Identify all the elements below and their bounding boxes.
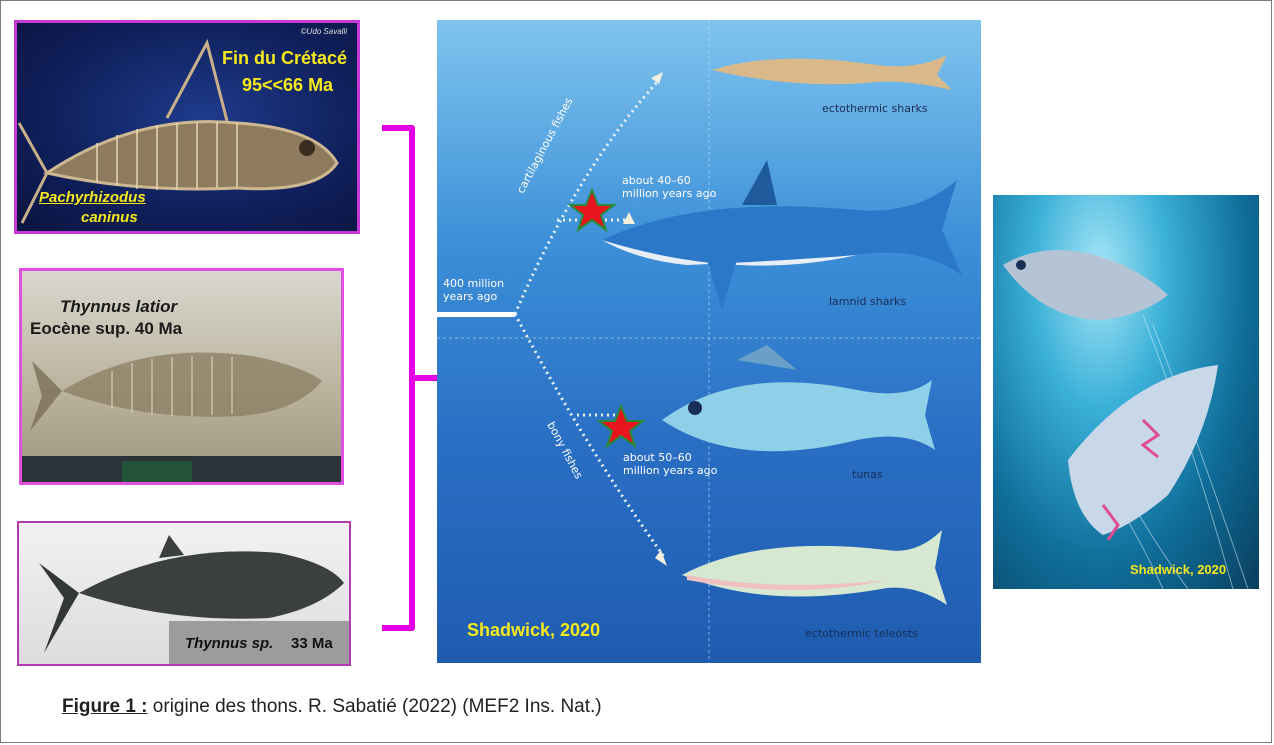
tuna-illustration	[662, 380, 935, 451]
fossil3-species: Thynnus sp.	[185, 635, 273, 652]
fossil1-species-genus: Pachyrhizodus	[39, 189, 146, 206]
fossil1-species-name: caninus	[81, 209, 138, 226]
fossil1-title: Fin du Crétacé	[222, 48, 347, 69]
red-star-upper	[570, 190, 614, 230]
group-label-ectothermic-teleosts: ectothermic teleosts	[805, 627, 918, 640]
fossil-photo-thynnus-latior: Thynnus latior Eocène sup. 40 Ma	[19, 268, 344, 485]
fossil-photo-thynnus-sp: Thynnus sp. 33 Ma	[17, 521, 351, 666]
group-label-ectothermic-sharks: ectothermic sharks	[822, 102, 928, 115]
shark-tuna-phylogeny-diagram: 400 million years ago cartilaginous fish…	[437, 20, 981, 663]
time-upper-line1: about 40–60	[622, 175, 691, 187]
fossil3-age: 33 Ma	[291, 635, 333, 652]
painting-credit: Shadwick, 2020	[1130, 562, 1226, 577]
shark-body	[1068, 365, 1218, 535]
ectothermic-shark-illustration	[712, 55, 952, 90]
group-label-lamnid-sharks: lamnid sharks	[829, 295, 906, 308]
diagram-credit: Shadwick, 2020	[467, 620, 600, 641]
red-star-lower	[599, 406, 643, 446]
fossil1-age: 95<<66 Ma	[242, 75, 333, 96]
swimming-fish-illustration	[993, 195, 1259, 589]
caption-text: origine des thons. R. Sabatié (2022) (ME…	[148, 696, 602, 717]
fossil-photo-pachyrhizodus: ©Udo Savalli Fin du Crétacé 95<<66 Ma Pa…	[14, 20, 360, 234]
branch-bony	[515, 314, 665, 558]
time-lower-line2: million years ago	[623, 465, 717, 477]
tuna-shark-painting: Shadwick, 2020	[993, 195, 1259, 589]
fossil2-species: Thynnus latior	[60, 297, 177, 317]
caption-label: Figure 1 :	[62, 696, 148, 717]
fossil2-age: Eocène sup. 40 Ma	[30, 319, 182, 339]
phylogeny-tree	[437, 20, 981, 663]
photo-credit: ©Udo Savalli	[301, 27, 347, 36]
teleost-illustration	[682, 530, 947, 605]
root-label-line1: 400 million	[443, 278, 504, 290]
root-branch	[437, 312, 515, 317]
tuna-body	[1003, 250, 1168, 320]
time-lower-line1: about 50–60	[623, 452, 692, 464]
time-upper-line2: million years ago	[622, 188, 716, 200]
root-label-line2: years ago	[443, 291, 497, 303]
group-label-tunas: tunas	[852, 468, 883, 481]
figure-caption: Figure 1 : origine des thons. R. Sabatié…	[62, 696, 602, 718]
